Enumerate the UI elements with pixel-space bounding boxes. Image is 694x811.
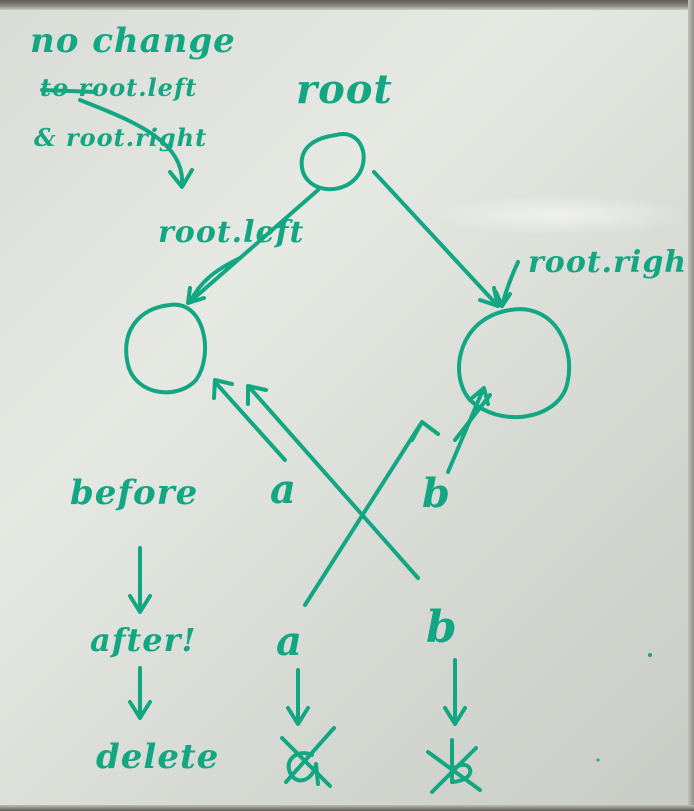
root-right-pointer-head: [494, 290, 512, 308]
label-a-after: a: [276, 618, 303, 665]
label-before: before: [70, 473, 199, 513]
after-to-delete-arrowhead: [128, 700, 152, 720]
ink-dot-2: [596, 758, 600, 762]
b-to-right-arrow-2: [453, 393, 492, 442]
a-after-cross-arrow-head: [410, 420, 440, 442]
whiteboard-frame-bottom: [0, 805, 694, 811]
strikethrough: [40, 88, 98, 94]
label-root-right: root.righ: [528, 245, 688, 280]
a-to-left-arrow-head: [212, 378, 234, 400]
note-root-right: & root.right: [34, 123, 208, 152]
note-no-change: no change: [30, 21, 236, 61]
ink-dot: [648, 653, 652, 657]
label-root: root: [296, 66, 393, 113]
a-after-cross-arrow: [303, 423, 422, 607]
b-after-cross-arrow-head: [246, 384, 268, 406]
whiteboard-frame-top: [0, 0, 694, 10]
note-curve-arrow: [78, 98, 185, 187]
root-node: [299, 132, 366, 192]
a-deleted-cross-2: [284, 726, 336, 784]
before-to-after-arrowhead: [128, 594, 152, 614]
root-left-pointer: [188, 256, 242, 304]
label-delete: delete: [96, 737, 220, 777]
edge-root-to-left: [190, 188, 320, 302]
edge-root-to-right: [372, 170, 500, 308]
left-child-node: [124, 302, 208, 395]
b-down-arrowhead: [443, 706, 467, 726]
whiteboard-frame-right: [688, 0, 694, 811]
label-root-left: root.left: [158, 215, 305, 250]
b-deleted-cross-2: [430, 746, 478, 794]
b-to-right-arrow: [446, 390, 484, 474]
label-after: after!: [90, 621, 197, 659]
label-b-after: b: [426, 602, 458, 653]
note-root-left: to root.left: [40, 73, 198, 102]
light-glare: [430, 195, 690, 235]
a-to-left-arrow: [213, 380, 287, 462]
label-b-before: b: [422, 470, 451, 517]
a-down-arrowhead: [286, 706, 310, 726]
label-a-before: a: [270, 466, 297, 513]
b-after-cross-arrow: [248, 386, 420, 580]
root-left-pointer-head: [186, 286, 206, 305]
note-curve-arrowhead: [168, 168, 194, 189]
right-child-node: [457, 307, 572, 420]
